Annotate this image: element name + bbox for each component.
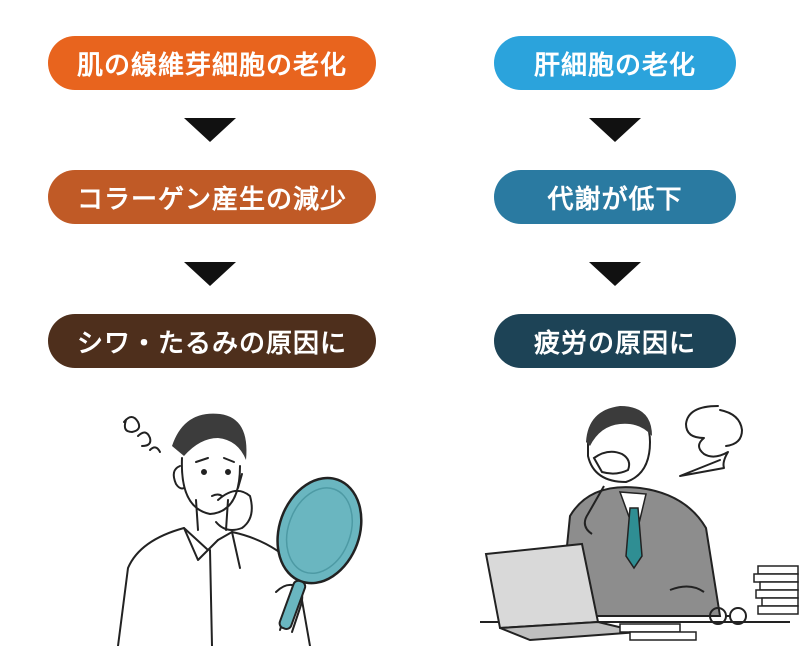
right-arrow-2-icon [589, 262, 641, 286]
right-step-3-label: 疲労の原因に [533, 328, 696, 359]
left-step-2-box: コラーゲン産生の減少 [48, 170, 376, 224]
left-arrow-2-icon [184, 262, 236, 286]
left-arrow-1-icon [184, 118, 236, 142]
right-step-2-box: 代謝が低下 [494, 170, 736, 224]
right-arrow-1-icon [589, 118, 641, 142]
left-step-3-box: シワ・たるみの原因に [48, 314, 376, 368]
right-step-1-box: 肝細胞の老化 [494, 36, 736, 90]
left-step-1-label: 肌の線維芽細胞の老化 [76, 50, 347, 81]
left-step-1-box: 肌の線維芽細胞の老化 [48, 36, 376, 90]
right-step-2-label: 代謝が低下 [547, 184, 683, 215]
left-step-2-label: コラーゲン産生の減少 [76, 184, 347, 215]
man-with-hand-mirror-icon [117, 413, 363, 646]
right-step-1-label: 肝細胞の老化 [533, 50, 696, 81]
tired-businessman-at-laptop-icon [480, 405, 799, 642]
left-step-3-label: シワ・たるみの原因に [76, 328, 347, 359]
right-step-3-box: 疲労の原因に [494, 314, 736, 368]
